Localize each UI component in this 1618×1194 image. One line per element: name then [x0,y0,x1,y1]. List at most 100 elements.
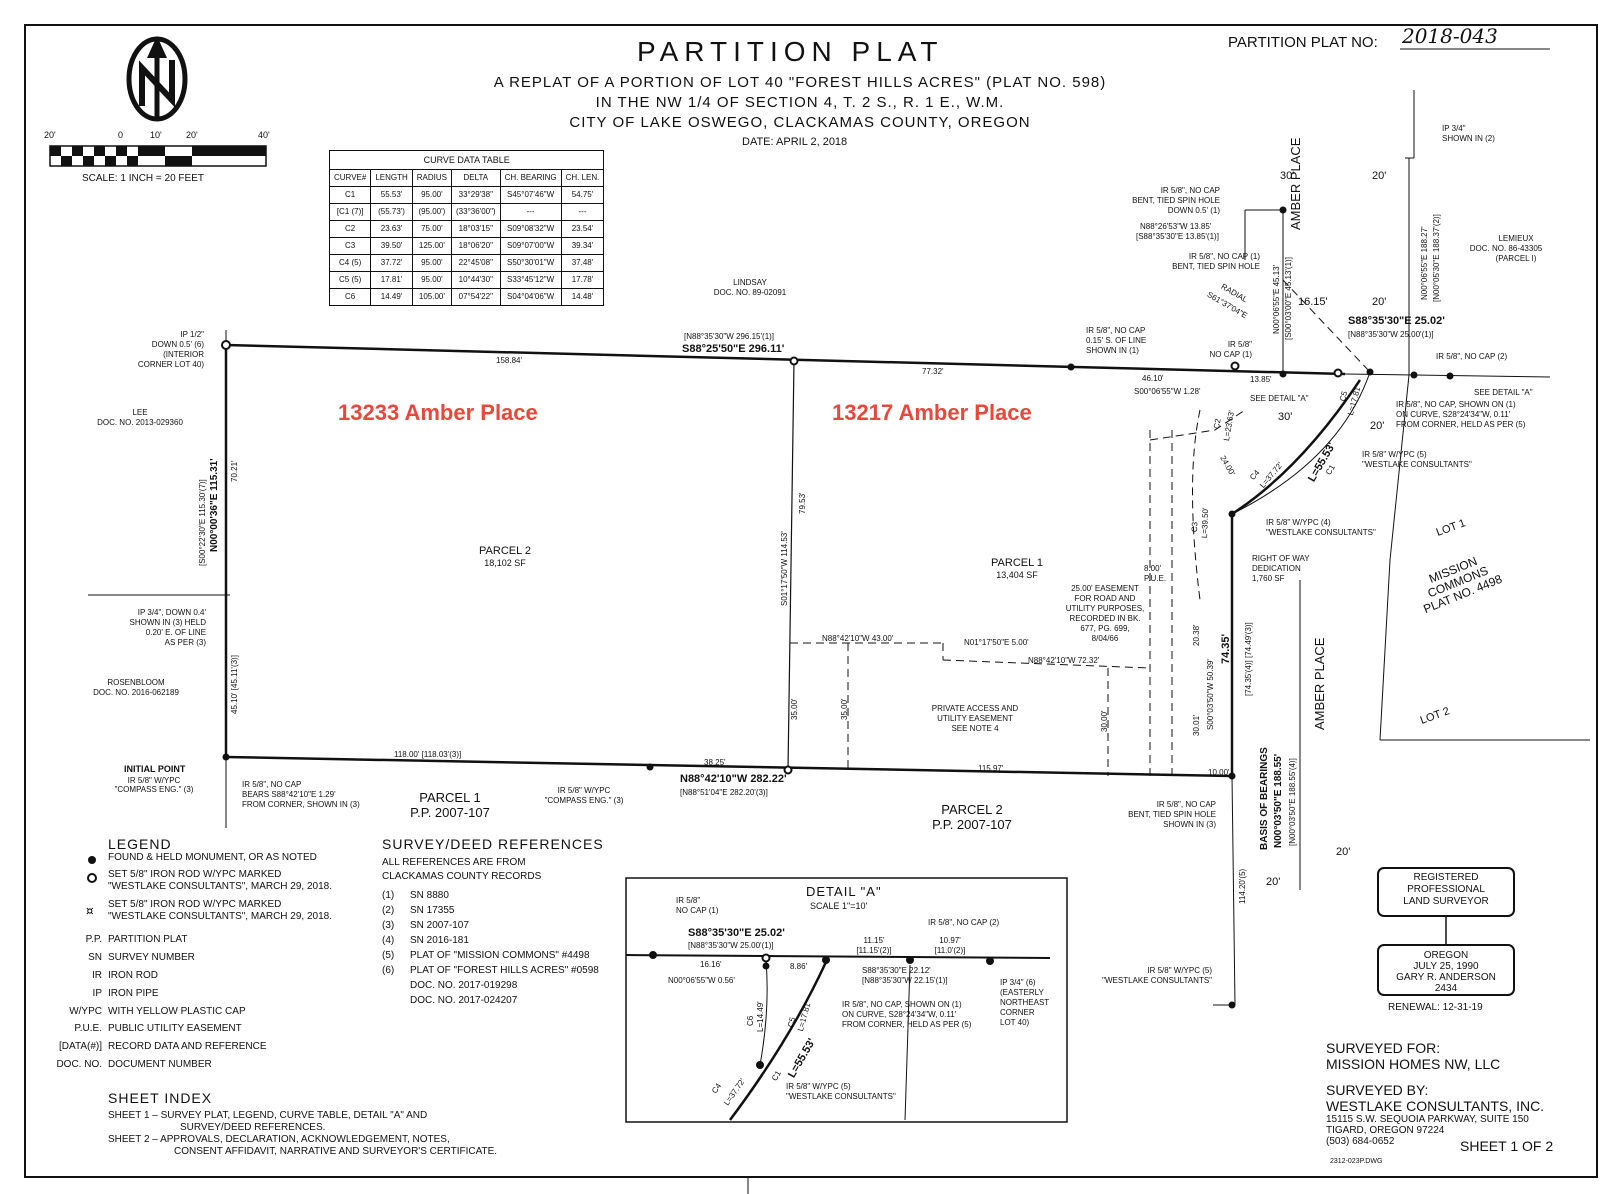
reference-number: (3) [382,920,395,931]
curve-col-header: CH. BEARING [499,169,562,187]
detail-dist-1097: 10.97' [11.0'(2)] [920,936,980,956]
curve-table-cell: 39.50' [370,237,413,255]
lemieux-name: LEMIEUX [1498,234,1534,243]
surveyed-by: SURVEYED BY: WESTLAKE CONSULTANTS, INC. [1326,1082,1544,1114]
legend-description: "WESTLAKE CONSULTANTS", MARCH 29, 2018. [108,911,333,922]
note-line: FOR ROAD AND [1074,594,1136,603]
scale-label: SCALE: 1 INCH = 20 FEET [82,173,204,184]
street-width-20-mid: 20' [1372,296,1387,308]
curve-c3-length: L=39.50' [1200,507,1211,539]
note-line: SHOWN IN (2) [1442,134,1495,143]
note-ip-half: IP 1/2" DOWN 0.5' (6) (INTERIOR CORNER L… [134,330,204,370]
parcel-1-label: PARCEL 1 [991,557,1043,569]
sheet-index-lines: SHEET 1 – SURVEY PLAT, LEGEND, CURVE TAB… [108,1110,497,1158]
note-ir-top: IR 5/8", NO CAP BENT, TIED SPIN HOLE DOW… [1110,186,1220,216]
mid-dist-bottom: 35.00' [790,698,799,720]
detail-c6-label: C6 [746,1015,755,1026]
note-line: AS PER (3) [164,638,206,647]
note-ir-tied: IR 5/8", NO CAP BENT, TIED SPIN HOLE SHO… [1110,800,1216,830]
note-line: IP 3/4", DOWN 0.4' [137,608,206,617]
stamp-footer: OREGON JULY 25, 1990 GARY R. ANDERSON 24… [1378,950,1514,994]
note-line: DEDICATION [1252,564,1301,573]
reference-description: SN 17355 [410,905,455,916]
note-line: IR 5/8", NO CAP (1) [1188,252,1260,261]
curve-table-cell: 18°03'15" [451,220,501,238]
sheet-index-line: CONSENT AFFIDAVIT, NARRATIVE AND SURVEYO… [174,1146,498,1157]
legend-abbr: [DATA(#)] [59,1041,102,1052]
street-width-30-mid: 30' [1278,411,1293,423]
rosenbloom-name: ROSENBLOOM [107,678,165,687]
east-line-bearing: S00°03'50"W 50.39' [1206,659,1215,730]
south-line-record: [N88°51'04"E 282.20'(3)] [680,788,768,797]
west-dist-bottom: 45.10' [45.11'(3)] [230,655,239,714]
reference-description: DOC. NO. 2017-024207 [410,995,518,1006]
easement-n7232: N88°42'10"W 72.32' [1028,656,1100,665]
detail-ir-on-curve: IR 5/8", NO CAP, SHOWN ON (1) ON CURVE, … [842,1000,971,1030]
note-line: 11.15' [863,936,885,945]
surveyed-by-label: SURVEYED BY: [1326,1082,1429,1098]
parcel-2-area: 18,102 SF [484,558,526,568]
lemieux-bearing-record: [N00°05'30"E 188.37'(2)] [1432,214,1441,302]
note-line: IR 5/8", NO CAP, SHOWN ON (1) [1396,400,1516,409]
detail-dist-886: 8.86' [790,962,808,971]
south-line-bearing: N88°42'10"W 282.22' [680,773,787,785]
legend-abbr: SN [88,952,102,963]
note-line: IR 5/8", NO CAP [1160,186,1220,195]
note-ir-nocap-1: IR 5/8" NO CAP (1) [1196,340,1252,360]
sheet-index-line: SHEET 2 – APPROVALS, DECLARATION, ACKNOW… [108,1134,450,1145]
note-line: "COMPASS ENG." (3) [544,796,624,805]
curve-table-cell: 95.00' [411,254,453,272]
street-lines [1213,90,1590,1006]
note-right-of-way: RIGHT OF WAY DEDICATION 1,760 SF [1252,554,1310,584]
note-line: (INTERIOR [163,350,204,359]
street-width-20-top: 20' [1372,170,1387,182]
curve-table-cell: 55.53' [370,186,413,204]
legend-description: IRON ROD [108,970,158,981]
note-line: ON CURVE, S28°24'34"W, 0.11' [842,1010,957,1019]
curve-table-cell: 23.54' [560,220,605,238]
street-width-20-bottom-2: 20' [1266,876,1281,888]
curve-table-cell: 54.75' [560,186,605,204]
curve-table-cell: 125.00' [411,237,453,255]
curve-table-cell: 33°29'38" [451,186,501,204]
legend-description: SET 5/8" IRON ROD W/YPC MARKED [108,899,282,910]
plat-no-label: PARTITION PLAT NO: [1228,34,1378,51]
curve-c3-label: C3 [1190,521,1200,533]
note-line: IR 5/8", NO CAP [242,780,302,789]
curve-table-cell: 105.00' [411,288,453,306]
sheet-index-line: SURVEY/DEED REFERENCES. [180,1122,326,1133]
west-line-record: [S00°22'30"E 115.30'(7)] [198,479,207,566]
note-ir-top-2: IR 5/8", NO CAP (1) BENT, TIED SPIN HOLE [1150,252,1260,272]
legend-dot-icon [88,856,96,864]
references-intro: ALL REFERENCES ARE FROM CLACKAMAS COUNTY… [382,856,541,884]
east-line-record: [74.35'(4)] [74.49'(3)] [1244,622,1253,696]
note-line: IP 3/4" (6) [1000,978,1036,987]
legend-description: SET 5/8" IRON ROD W/YPC MARKED [108,869,282,880]
south-dist-mid: 38.25' [704,758,726,767]
note-line: IP 1/2" [180,330,204,339]
note-line: 10.97' [939,936,961,945]
basis-of-bearings-label: BASIS OF BEARINGS [1259,747,1270,850]
note-line: BENT, TIED SPIN HOLE [1172,262,1260,271]
note-line: "WESTLAKE CONSULTANTS" [1102,976,1212,985]
curve-table-cell: S50°30'01"W [499,254,562,272]
sheet-number: SHEET 1 OF 2 [1460,1138,1554,1154]
parcel-1-area: 13,404 SF [996,570,1038,580]
scale-tick: 10' [150,130,162,140]
detail-dist-1115: 11.15' [11.15'(2)] [844,936,904,956]
note-ir-westlake-5b: IR 5/8" W/YPC (5) "WESTLAKE CONSULTANTS" [1094,966,1212,986]
reference-number: (6) [382,965,395,976]
stamp-line: PROFESSIONAL [1407,884,1485,895]
curve-table-cell: (33°36'00") [451,203,501,221]
curve-table-cell: S09°08'32"W [499,220,562,238]
initial-point-label: INITIAL POINT [124,764,186,774]
note-ir-westlake-4: IR 5/8" W/YPC (4) "WESTLAKE CONSULTANTS" [1266,518,1376,538]
lee-doc: DOC. NO. 2013-029360 [97,418,183,427]
note-line: FROM CORNER, SHOWN IN (3) [242,800,360,809]
reference-description: SN 2016-181 [410,935,469,946]
pp-parcel-1: PARCEL 1 [419,790,481,805]
scale-tick: 0 [118,130,124,140]
easement-n43: N88°42'10"W 43.00' [822,634,894,643]
